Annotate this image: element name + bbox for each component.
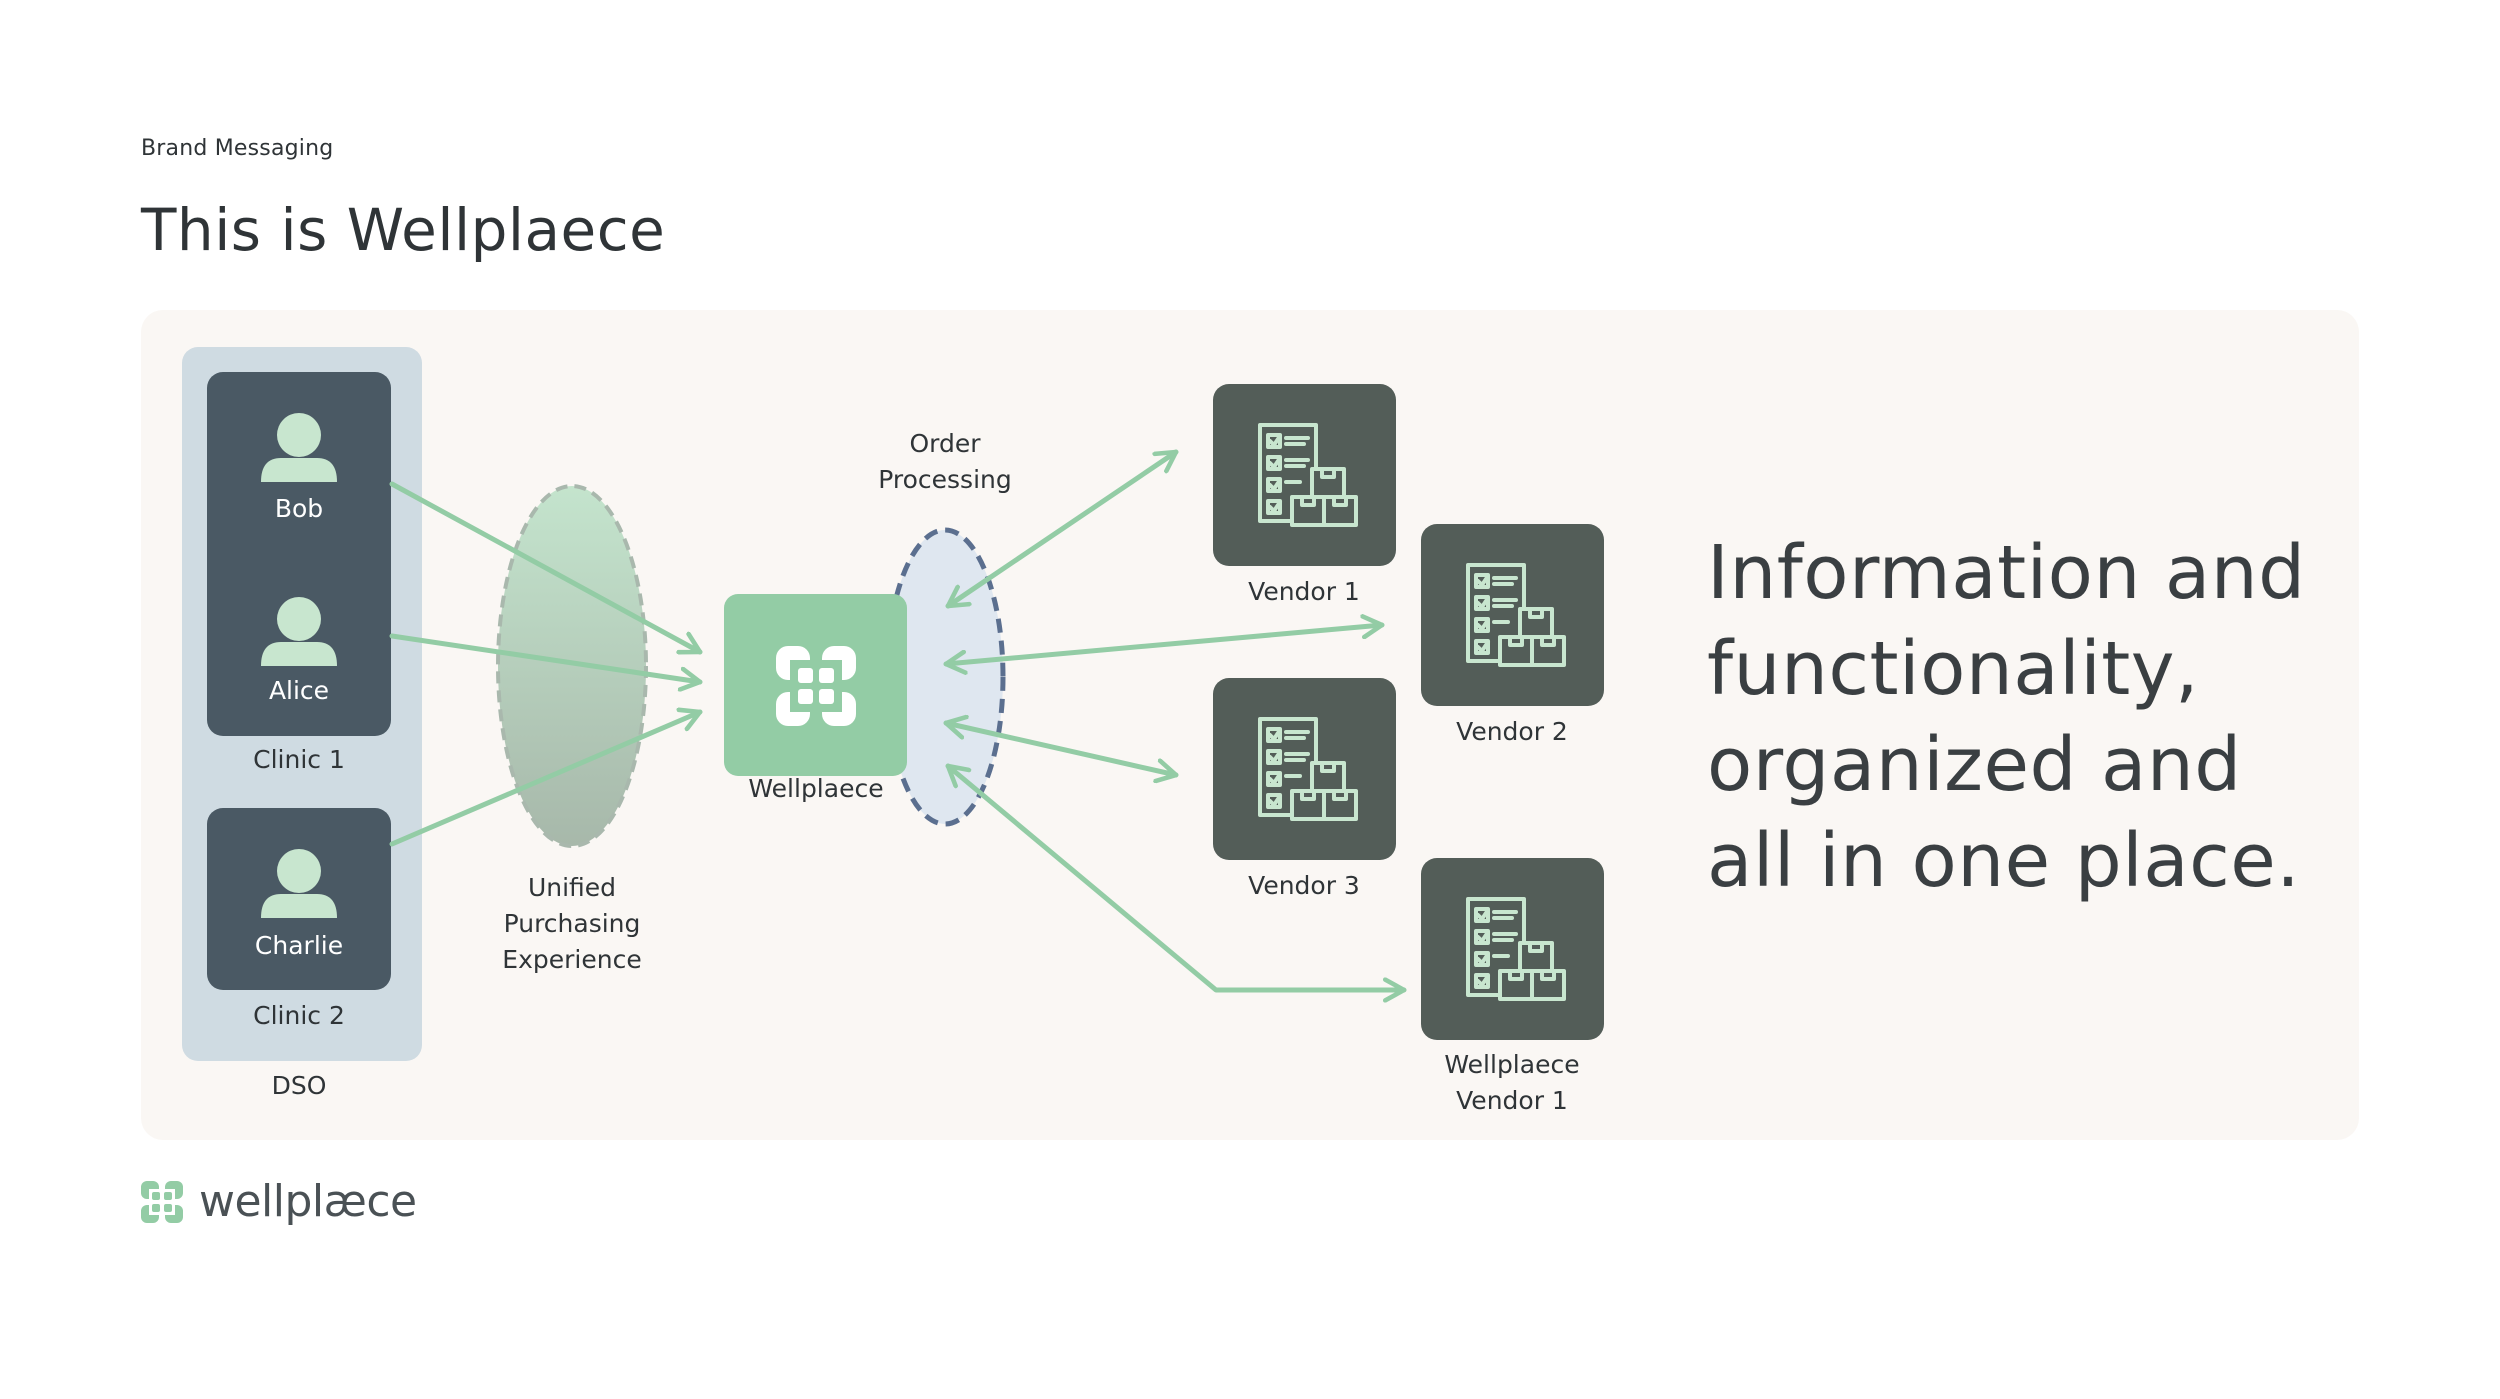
arrow-bob <box>389 481 703 655</box>
vendor-2-label: Vendor 2 <box>1456 717 1568 746</box>
wellplaece-vendor-line-2: Vendor 1 <box>1456 1086 1568 1115</box>
arrow-wellplaece-vendor-1 <box>945 763 1407 990</box>
headline-line-1: Information and <box>1707 530 2306 616</box>
vendor-1-label: Vendor 1 <box>1248 577 1360 606</box>
wellplaece-vendor-1-card <box>1421 858 1604 1040</box>
person-label-bob: Bob <box>274 494 324 523</box>
brand-logo-icon <box>141 1181 183 1223</box>
brand-footer: wellplæce <box>199 1176 417 1227</box>
eyebrow-label: Brand Messaging <box>141 136 334 161</box>
person-label-charlie: Charlie <box>254 931 344 960</box>
page-title: This is Wellplaece <box>141 196 666 264</box>
arrow-vendor-1 <box>945 449 1179 609</box>
headline: Information and functionality, organized… <box>1707 525 2327 909</box>
unified-line-1: Unified <box>527 873 617 902</box>
dso-label: DSO <box>271 1071 327 1100</box>
headline-line-3: organized and <box>1707 722 2242 808</box>
clinic-1-card <box>207 372 391 736</box>
wellplaece-label: Wellplaece <box>748 774 884 803</box>
unified-line-2: Purchasing <box>503 909 641 938</box>
clinic-1-label: Clinic 1 <box>253 745 345 774</box>
headline-line-2: functionality, <box>1707 626 2200 712</box>
order-processing-label: Order Processing <box>878 426 1012 498</box>
order-line-2: Processing <box>878 465 1012 494</box>
arrow-vendor-2 <box>943 625 1385 664</box>
person-label-alice: Alice <box>268 676 330 705</box>
order-line-1: Order <box>909 429 981 458</box>
unified-purchasing-ellipse <box>496 484 648 848</box>
wellplaece-vendor-line-1: Wellplaece <box>1444 1050 1580 1079</box>
unified-line-3: Experience <box>502 945 642 974</box>
clinic-2-label: Clinic 2 <box>253 1001 345 1030</box>
arrow-charlie <box>389 712 703 847</box>
headline-line-4: all in one place. <box>1707 818 2301 904</box>
wellplaece-logo-icon <box>776 646 856 726</box>
arrow-alice <box>389 633 703 682</box>
brand-name: wellplæce <box>199 1176 417 1227</box>
vendor-2-card <box>1421 524 1604 706</box>
vendor-3-label: Vendor 3 <box>1248 871 1360 900</box>
vendor-3-card <box>1213 678 1396 860</box>
vendor-arrows <box>943 449 1407 990</box>
vendor-1-card <box>1213 384 1396 566</box>
unified-purchasing-label: Unified Purchasing Experience <box>502 870 641 978</box>
clinic-arrows <box>389 481 703 847</box>
wellplaece-vendor-1-label: Wellplaece Vendor 1 <box>1444 1047 1579 1119</box>
